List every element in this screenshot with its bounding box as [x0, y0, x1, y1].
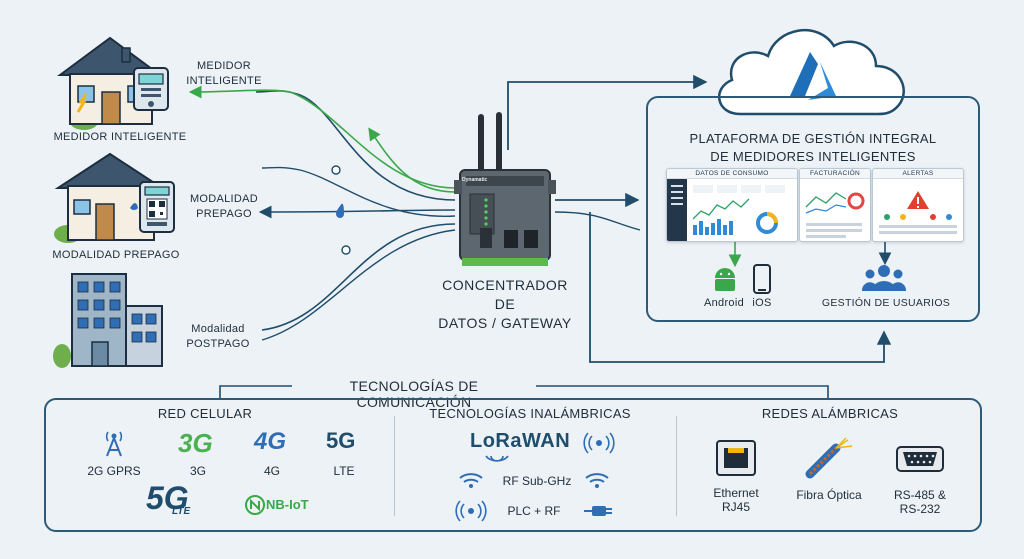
users-group-icon — [861, 265, 907, 291]
smart-meter-caption: MEDIDOR INTELIGENTE — [53, 131, 187, 143]
dashboard-consumo-title: DATOS DE CONSUMO — [667, 169, 797, 179]
smart-side-line-2: INTELIGENTE — [186, 74, 262, 87]
logo-5g-lte: 5G — [146, 480, 189, 516]
lorawan-wave-icon — [485, 455, 509, 462]
broadcast-icon-1 — [583, 432, 615, 454]
logo-3g: 3G — [178, 428, 213, 458]
prepaid-side-label: MODALIDAD PREPAGO — [184, 192, 264, 222]
smart-side-line-1: MEDIDOR — [196, 60, 252, 72]
cloud-icon — [717, 29, 905, 116]
prepaid-caption: MODALIDAD PREPAGO — [52, 249, 180, 261]
facturacion-chart-preview — [805, 192, 865, 238]
users-label: GESTIÓN DE USUARIOS — [821, 297, 951, 309]
label-2g: 2G GPRS — [87, 464, 141, 478]
logo-4g: 4G — [254, 428, 287, 455]
gateway-brand-label: Dynamatic — [462, 177, 488, 183]
link-prepaid-2 — [261, 166, 456, 217]
ethernet-label: Ethernet RJ45 — [696, 486, 776, 514]
cellular-title: RED CELULAR — [157, 406, 253, 421]
gateway-device-illustration — [454, 112, 556, 266]
gateway-label: CONCENTRADOR DE DATOS / GATEWAY — [430, 276, 580, 333]
dashboard-facturacion-title: FACTURACIÓN — [800, 169, 870, 179]
antenna-tower-icon — [105, 431, 123, 457]
postpaid-building-illustration — [53, 273, 163, 368]
android-icon — [715, 268, 735, 291]
link-postpaid — [261, 223, 456, 331]
wireless-title: TECNOLOGÍAS INALÁMBRICAS — [429, 406, 631, 421]
junction-dot-1 — [331, 165, 341, 175]
fiber-optic-icon — [805, 437, 853, 479]
divider-1 — [394, 416, 395, 516]
smart-meter-side-label: MEDIDOR INTELIGENTE — [186, 59, 262, 89]
label-lte: LTE — [333, 464, 355, 478]
ethernet-label-1: Ethernet — [713, 486, 759, 500]
smart-meter-house-illustration — [56, 36, 164, 130]
wired-title: REDES ALÁMBRICAS — [761, 406, 899, 421]
nbiot-icon — [245, 495, 265, 515]
ios-phone-icon — [753, 264, 771, 294]
postpaid-side-line-1: Modalidad — [191, 323, 245, 335]
logo-5g: 5G — [326, 428, 356, 453]
link-postpaid-2 — [261, 229, 456, 341]
plug-icon — [584, 506, 612, 516]
postpaid-side-label: Modalidad POSTPAGO — [178, 322, 258, 352]
lorawan-logo: LoRaWAN — [470, 430, 571, 452]
divider-2 — [676, 416, 677, 516]
wifi-icon-1 — [459, 473, 483, 488]
comm-panel — [44, 398, 982, 532]
comm-title: TECNOLOGÍAS DE COMUNICACIÓN — [292, 378, 536, 410]
fiber-label: Fibra Óptica — [796, 488, 862, 502]
gateway-label-line-2: DATOS / GATEWAY — [438, 314, 572, 331]
smart-meter-device-icon — [133, 67, 169, 111]
plc-label: PLC + RF — [507, 504, 561, 518]
platform-title: PLATAFORMA DE GESTIÓN INTEGRAL DE MEDIDO… — [648, 130, 978, 165]
prepaid-side-line-1: MODALIDAD — [189, 193, 259, 205]
junction-dot-2 — [341, 245, 351, 255]
ethernet-label-2: RJ45 — [721, 500, 750, 514]
broadcast-icon-2 — [455, 500, 487, 522]
serial-label-2: RS-232 — [899, 502, 941, 516]
link-gateway-platform-2 — [554, 211, 641, 231]
platform-title-line-1: PLATAFORMA DE GESTIÓN INTEGRAL — [689, 131, 937, 146]
android-label: Android — [703, 297, 744, 309]
rf-label: RF Sub-GHz — [502, 474, 572, 488]
ios-label: iOS — [752, 297, 772, 309]
prepaid-meter-device-icon — [139, 181, 175, 233]
platform-panel — [646, 96, 980, 322]
serial-port-icon — [896, 446, 944, 472]
comm-bracket — [219, 385, 829, 398]
dashboard-alertas[interactable]: ALERTAS — [872, 168, 964, 242]
alertas-preview — [879, 191, 957, 234]
label-4g: 4G — [263, 464, 280, 478]
drop-on-line — [336, 203, 344, 218]
dashboard-consumo[interactable]: DATOS DE CONSUMO — [666, 168, 798, 242]
prepaid-side-line-2: PREPAGO — [196, 207, 252, 220]
wifi-icon-2 — [585, 473, 609, 488]
logo-5g-lte-sub: LTE — [172, 506, 191, 517]
serial-label-1: RS-485 & — [893, 488, 947, 502]
ethernet-port-icon — [716, 440, 756, 476]
platform-title-line-2: DE MEDIDORES INTELIGENTES — [710, 148, 916, 164]
consumo-chart-preview — [667, 179, 785, 241]
link-prepaid — [258, 205, 456, 219]
postpaid-side-line-2: POSTPAGO — [186, 337, 250, 350]
dashboard-facturacion[interactable]: FACTURACIÓN — [799, 168, 871, 242]
link-smart-meter-green — [188, 85, 456, 189]
gateway-label-line-1: CONCENTRADOR DE — [442, 277, 568, 312]
dashboard-alertas-title: ALERTAS — [873, 169, 963, 179]
link-gateway-users — [589, 212, 892, 363]
link-gateway-cloud — [507, 74, 708, 150]
nbiot-label: NB-IoT — [266, 497, 309, 512]
serial-label: RS-485 & RS-232 — [880, 488, 960, 516]
link-smart-green-2 — [368, 127, 456, 193]
label-3g: 3G — [189, 464, 206, 478]
